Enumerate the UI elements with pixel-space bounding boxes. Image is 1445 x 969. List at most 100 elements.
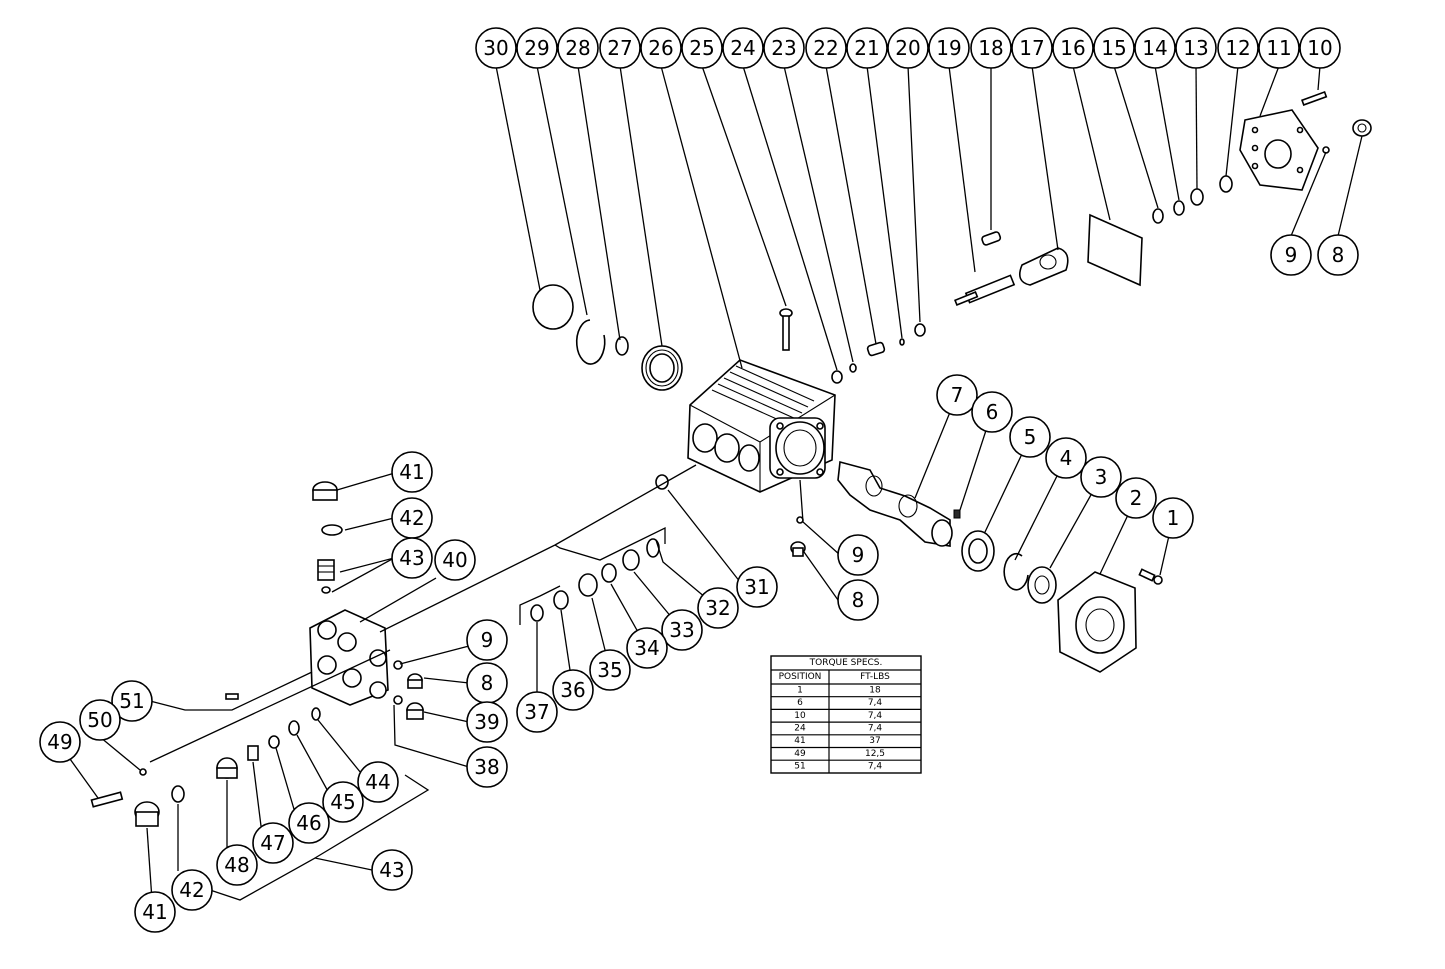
callout-bubble-35: 35 — [589, 649, 631, 691]
callout-bubble-20: 20 — [887, 27, 929, 69]
shaft-key — [953, 509, 961, 519]
callout-circle — [322, 781, 364, 823]
callout-label: 11 — [1266, 36, 1291, 60]
callout-label: 42 — [179, 878, 204, 902]
leader-lines — [64, 65, 1363, 901]
callout-circle — [1270, 234, 1312, 276]
callout-circle — [837, 534, 879, 576]
valve-cage-48 — [216, 757, 238, 779]
manifold-plug-8 — [407, 673, 423, 689]
callout-circle — [661, 609, 703, 651]
callout-circle — [1011, 27, 1053, 69]
upper-cap-o-ring — [321, 524, 343, 536]
callout-label: 38 — [474, 755, 499, 779]
callout-bubble-37: 37 — [516, 691, 558, 733]
callout-label: 39 — [474, 710, 499, 734]
callout-circle — [434, 539, 476, 581]
callout-label: 8 — [481, 671, 494, 695]
callout-bubble-2: 2 — [1115, 477, 1157, 519]
callout-bubble-39: 39 — [466, 701, 508, 743]
callout-label: 31 — [744, 575, 769, 599]
ring-34 — [601, 563, 617, 583]
valve-45 — [288, 720, 300, 736]
callout-label: 12 — [1225, 36, 1250, 60]
callout-label: 21 — [854, 36, 879, 60]
callout-label: 37 — [524, 700, 549, 724]
callout-circle — [391, 451, 433, 493]
callout-circle — [736, 566, 778, 608]
torque-table-cell-position: 6 — [797, 698, 803, 708]
callout-circle — [640, 27, 682, 69]
torque-table-cell-ftlbs: 12,5 — [865, 749, 885, 759]
cover-screw — [1301, 90, 1328, 106]
ring-37 — [530, 604, 544, 622]
callout-label: 41 — [399, 460, 424, 484]
callout-label: 43 — [399, 546, 424, 570]
callout-circle — [357, 761, 399, 803]
callout-label: 16 — [1060, 36, 1085, 60]
washer-small — [899, 338, 905, 346]
callout-circle — [79, 699, 121, 741]
callout-bubble-12: 12 — [1217, 27, 1259, 69]
callout-circle — [288, 802, 330, 844]
callout-bubble-19: 19 — [928, 27, 970, 69]
spacer-36 — [553, 590, 569, 610]
callout-circle — [39, 721, 81, 763]
callout-label: 4 — [1060, 446, 1073, 470]
callout-circle — [516, 691, 558, 733]
o-ring-large — [532, 284, 574, 330]
callout-bubble-34: 34 — [626, 627, 668, 669]
callout-label: 17 — [1019, 36, 1044, 60]
upper-valve-o-ring — [321, 586, 331, 594]
callout-label: 36 — [560, 678, 585, 702]
callout-bubble-28: 28 — [557, 27, 599, 69]
callout-label: 22 — [813, 36, 838, 60]
callout-bubble-10: 10 — [1299, 27, 1341, 69]
lock-washer-15 — [1152, 208, 1164, 224]
manifold-bolt — [90, 791, 124, 808]
callout-label: 7 — [951, 383, 964, 407]
callout-bubble-15: 15 — [1093, 27, 1135, 69]
callout-label: 25 — [689, 36, 714, 60]
callout-circle — [466, 701, 508, 743]
callout-bubble-45: 45 — [322, 781, 364, 823]
manifold-screw — [225, 693, 239, 700]
callout-circle — [846, 27, 888, 69]
seal-ring — [831, 370, 843, 384]
callout-label: 30 — [483, 36, 508, 60]
circlip — [615, 336, 629, 356]
rear-cover — [1239, 109, 1319, 191]
bearing — [641, 345, 683, 391]
callout-label: 2 — [1130, 486, 1143, 510]
torque-table-cell-position: 24 — [794, 723, 806, 733]
retainer-35 — [578, 573, 598, 597]
callout-circle — [805, 27, 847, 69]
callout-label: 50 — [87, 708, 112, 732]
gasket — [1087, 213, 1143, 287]
callout-bubble-41: 41 — [134, 891, 176, 933]
callout-bubble-25: 25 — [681, 27, 723, 69]
callout-circle — [1115, 477, 1157, 519]
callout-circle — [722, 27, 764, 69]
callout-circle — [466, 619, 508, 661]
callout-bubble-30: 30 — [475, 27, 517, 69]
callout-circle — [589, 649, 631, 691]
callout-label: 41 — [142, 900, 167, 924]
washer-14 — [1173, 200, 1185, 216]
callout-circle — [1093, 27, 1135, 69]
callout-label: 5 — [1024, 425, 1037, 449]
callout-bubble-48: 48 — [216, 844, 258, 886]
torque-table-cell-ftlbs: 18 — [869, 685, 881, 695]
callout-label: 8 — [1332, 243, 1345, 267]
torque-table-header-ftlbs: FT-LBS — [860, 672, 890, 682]
callout-bubble-43: 43 — [371, 849, 413, 891]
callout-circle — [475, 27, 517, 69]
callout-bubble-42: 42 — [171, 869, 213, 911]
callout-bubble-23: 23 — [763, 27, 805, 69]
manifold-o-ring-9 — [393, 660, 403, 670]
shaft-snap-ring — [1003, 553, 1029, 591]
torque-table-cell-ftlbs: 7,4 — [868, 711, 883, 721]
callout-circle — [928, 27, 970, 69]
